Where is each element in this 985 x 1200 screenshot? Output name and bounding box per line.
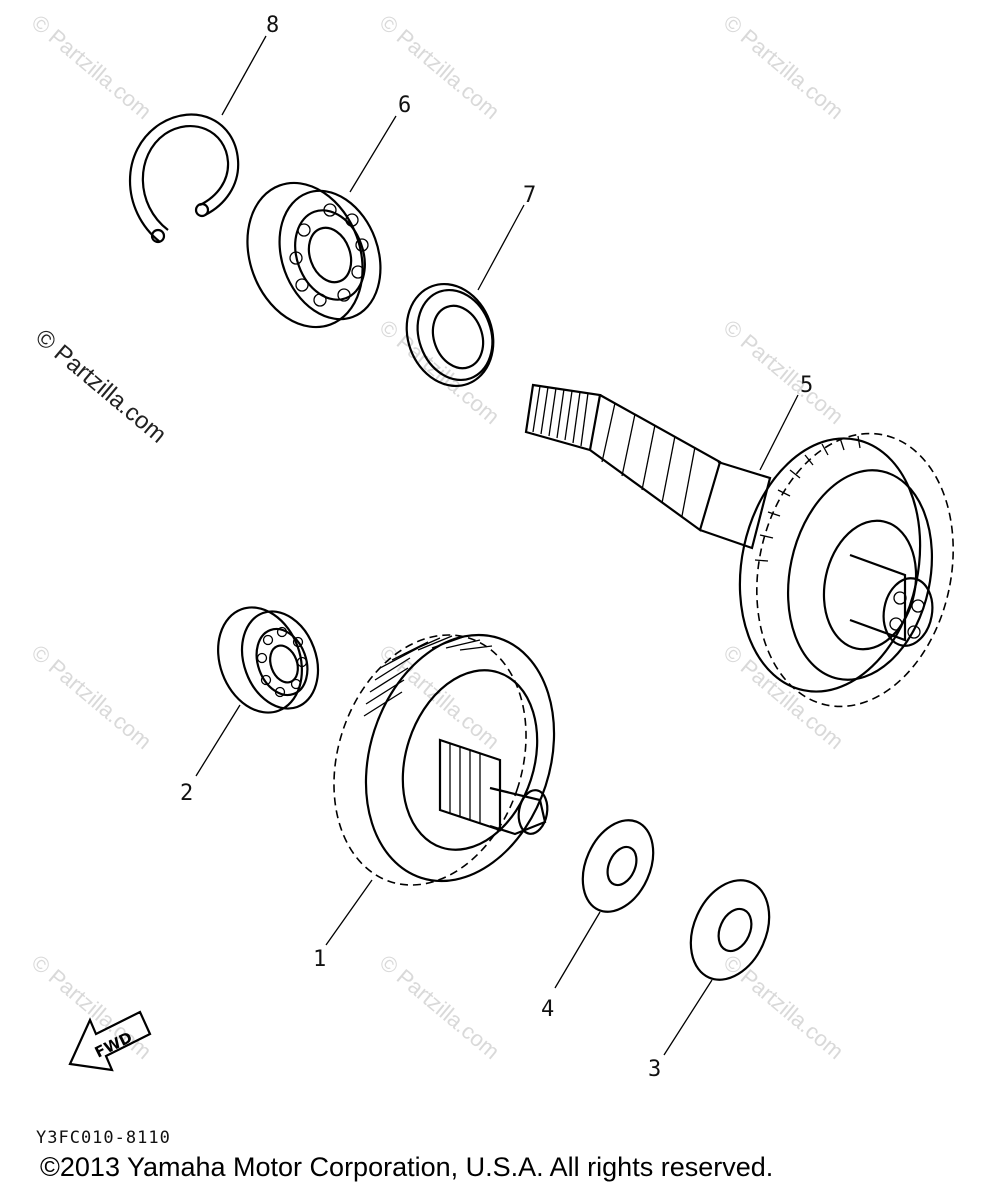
washer-part-3 (663, 879, 771, 1056)
callout-labels: 8 6 7 5 2 1 4 3 (180, 13, 813, 1082)
watermark-text-dark: © Partzilla.com (30, 324, 171, 449)
watermark-layer: © Partzilla.com © Partzilla.com © Partzi… (27, 10, 849, 1064)
diagram-code: Y3FC010-8110 (36, 1128, 171, 1148)
callout-4: 4 (541, 997, 554, 1022)
watermark-text: © Partzilla.com (719, 640, 849, 754)
watermark-text: © Partzilla.com (375, 10, 505, 124)
callout-2: 2 (180, 781, 193, 806)
callout-7: 7 (523, 183, 536, 208)
callout-8: 8 (266, 13, 279, 38)
copyright-notice: ©2013 Yamaha Motor Corporation, U.S.A. A… (40, 1152, 774, 1182)
oil-seal-part-7 (405, 204, 525, 388)
callout-5: 5 (800, 373, 813, 398)
driven-gear-part-1 (325, 633, 556, 946)
bearing-part-2 (195, 606, 320, 777)
watermark-text: © Partzilla.com (719, 315, 849, 429)
callout-6: 6 (398, 93, 411, 118)
watermark-text: © Partzilla.com (27, 640, 157, 754)
watermark-text: © Partzilla.com (27, 10, 157, 124)
watermark-text: © Partzilla.com (375, 950, 505, 1064)
output-shaft-part-5 (524, 383, 954, 708)
watermark-text: © Partzilla.com (719, 950, 849, 1064)
callout-3: 3 (648, 1057, 661, 1082)
washer-part-4 (554, 819, 655, 989)
watermark-text: © Partzilla.com (719, 10, 849, 124)
callout-1: 1 (313, 947, 326, 972)
circlip-part-8 (129, 35, 267, 244)
bearing-part-6 (246, 115, 397, 329)
